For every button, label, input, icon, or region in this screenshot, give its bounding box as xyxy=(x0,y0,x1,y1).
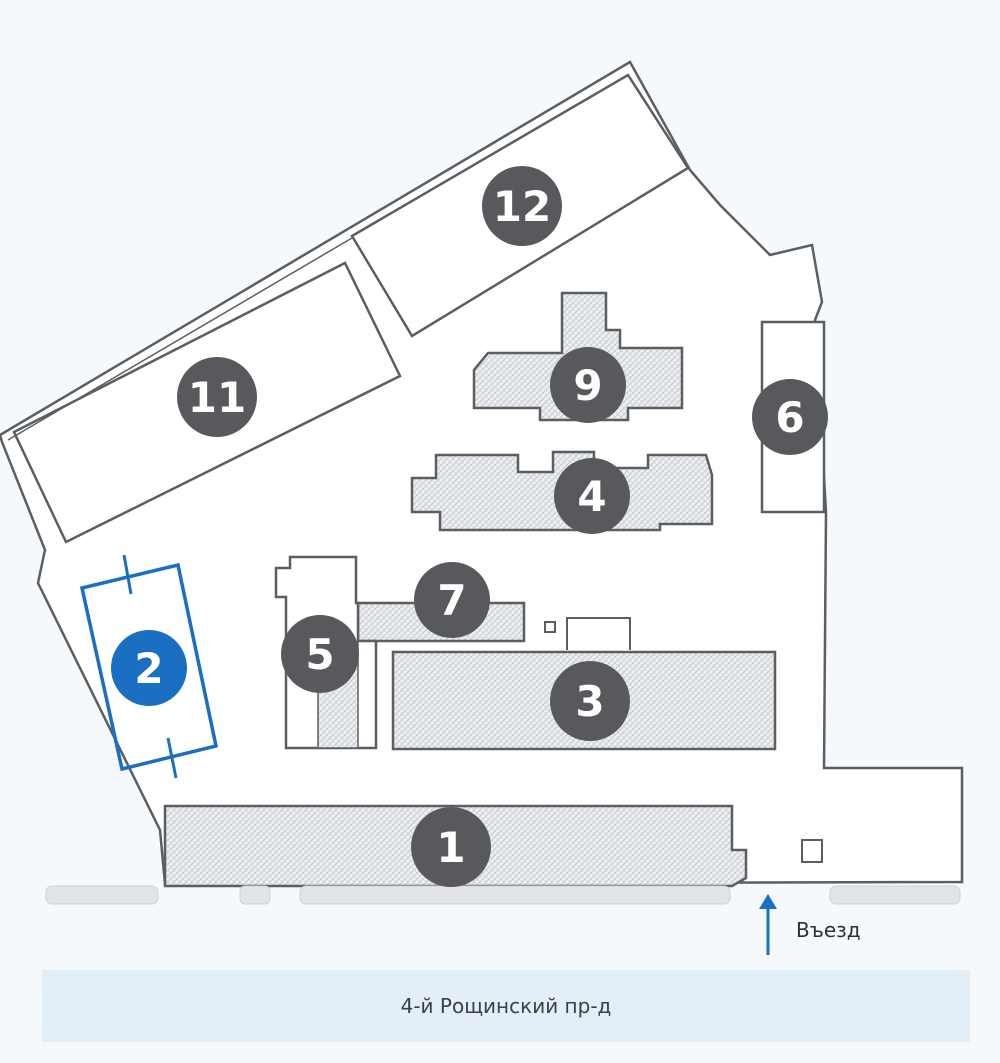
building-marker-2[interactable]: 2 xyxy=(111,630,187,706)
building-12-label: 12 xyxy=(493,182,551,231)
building-marker-3[interactable]: 3 xyxy=(550,661,630,741)
building-marker-11[interactable]: 11 xyxy=(177,357,257,437)
building-marker-9[interactable]: 9 xyxy=(550,347,626,423)
building-2-outline[interactable] xyxy=(79,554,219,779)
entrance-label: Въезд xyxy=(796,918,861,942)
building-1-label: 1 xyxy=(436,823,465,872)
building-7-label: 7 xyxy=(437,576,466,625)
building-11-label: 11 xyxy=(188,373,246,422)
building-4-label: 4 xyxy=(577,472,606,521)
building-2-label: 2 xyxy=(134,644,163,693)
building-9-label: 9 xyxy=(573,361,602,410)
building-marker-5[interactable]: 5 xyxy=(281,615,359,693)
building-marker-7[interactable]: 7 xyxy=(414,562,490,638)
building-3-label: 3 xyxy=(575,677,604,726)
building-marker-12[interactable]: 12 xyxy=(482,166,562,246)
entrance-arrow-icon xyxy=(759,894,777,955)
street-name: 4-й Рощинский пр-д xyxy=(400,994,612,1018)
street-bar: 4-й Рощинский пр-д xyxy=(42,970,970,1042)
building-marker-6[interactable]: 6 xyxy=(752,379,828,455)
building-6-label: 6 xyxy=(775,393,804,442)
parked-cars xyxy=(45,885,961,905)
building-marker-1[interactable]: 1 xyxy=(411,807,491,887)
building-5-label: 5 xyxy=(305,630,334,679)
building-marker-4[interactable]: 4 xyxy=(554,458,630,534)
